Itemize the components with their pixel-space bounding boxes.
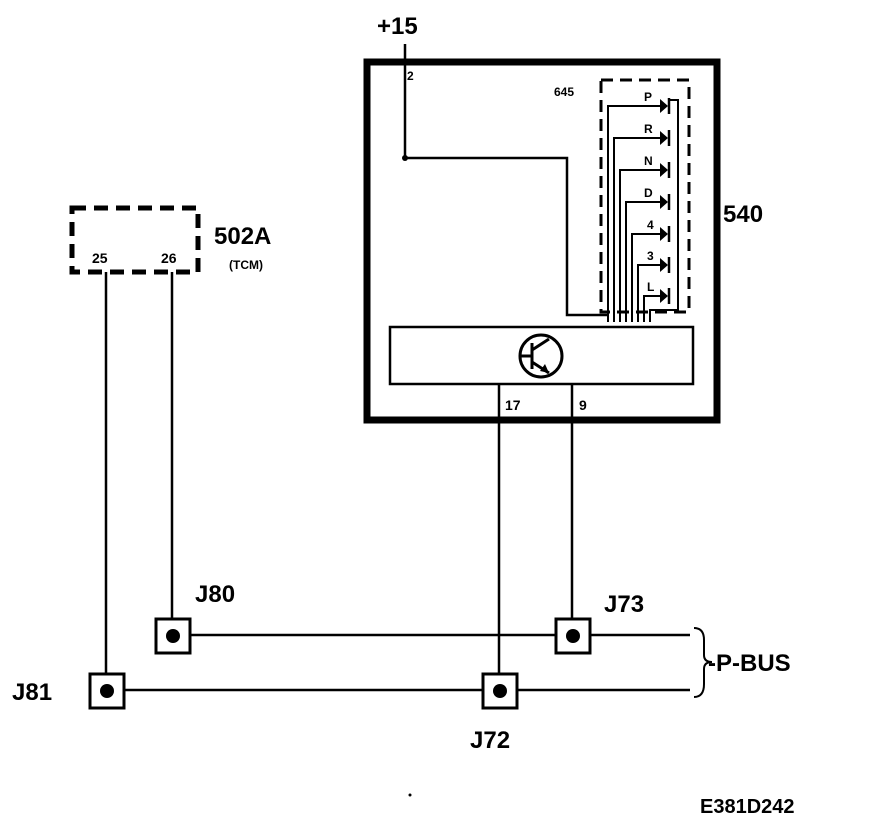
transistor-icon	[518, 333, 564, 379]
position-row-3: 3	[637, 249, 671, 322]
tcm-label: 502A	[214, 223, 271, 250]
diode-r	[660, 131, 668, 145]
position-trace-l	[643, 295, 665, 322]
switch-common-trace	[649, 99, 679, 322]
pin17-label: 17	[505, 397, 521, 413]
position-label-l: L	[647, 280, 654, 294]
position-label-d: D	[644, 186, 653, 200]
diode-d	[660, 195, 668, 209]
tcm-pin25-label: 25	[92, 250, 108, 266]
position-trace-d	[625, 201, 665, 322]
position-row-4: 4	[631, 218, 671, 322]
stray-dot	[408, 793, 412, 797]
junction-j81-label: J81	[12, 679, 52, 706]
diode-l	[660, 289, 668, 303]
bus-label: -P-BUS	[708, 650, 791, 677]
supply-pin-label: 2	[407, 69, 414, 83]
supply-label: +15	[377, 13, 418, 40]
position-label-4: 4	[647, 218, 654, 232]
position-trace-3	[637, 264, 665, 322]
junction-j72-label: J72	[470, 727, 510, 754]
gear-position-rows: P R N D 4 3	[607, 90, 679, 322]
tcm-502a-box	[69, 205, 201, 275]
junction-j72	[481, 672, 519, 710]
electronics-strip	[388, 325, 695, 386]
switch-645-label: 645	[554, 85, 574, 99]
bus-brace	[693, 627, 713, 698]
diode-p	[660, 99, 668, 113]
module-540-label: 540	[723, 201, 763, 228]
junction-j80-label: J80	[195, 581, 235, 608]
position-row-p: P	[607, 90, 671, 322]
position-label-n: N	[644, 154, 653, 168]
position-row-n: N	[619, 154, 671, 322]
diode-3	[660, 258, 668, 272]
position-row-l: L	[643, 280, 671, 322]
junction-j81	[88, 672, 126, 710]
position-trace-4	[631, 233, 665, 322]
module-540-box	[363, 58, 721, 424]
diode-4	[660, 227, 668, 241]
junction-j73-label: J73	[604, 591, 644, 618]
position-row-d: D	[625, 186, 671, 322]
internal-supply-wire	[405, 156, 608, 317]
position-label-r: R	[644, 122, 653, 136]
diode-n	[660, 163, 668, 177]
position-trace-p	[607, 105, 665, 322]
tcm-pin26-label: 26	[161, 250, 177, 266]
junction-j73	[554, 617, 592, 655]
position-trace-r	[613, 137, 665, 322]
diagram-id: E381D242	[700, 796, 795, 818]
junction-j80	[154, 617, 192, 655]
supply-node	[402, 155, 408, 161]
position-row-r: R	[613, 122, 671, 322]
position-label-p: P	[644, 90, 652, 104]
position-trace-n	[619, 169, 665, 322]
tcm-sublabel: (TCM)	[229, 258, 263, 272]
pin9-label: 9	[579, 397, 587, 413]
position-label-3: 3	[647, 249, 654, 263]
